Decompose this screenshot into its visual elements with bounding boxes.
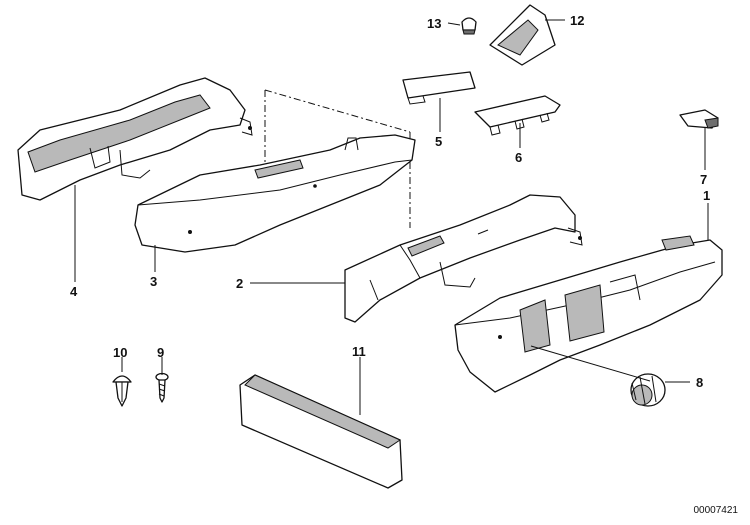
part-4-trim-bracket [17,77,253,201]
part-5-cap [402,71,476,105]
document-number: 00007421 [694,505,739,516]
part-2-bracket-frame [344,194,583,323]
callout-6: 6 [515,150,522,165]
callout-5: 5 [435,134,442,149]
part-12-wedge-cover [489,4,556,66]
callout-7: 7 [700,172,707,187]
callout-4: 4 [70,284,78,299]
callout-8: 8 [696,375,703,390]
part-9-screw [155,372,169,403]
part-1-main-trim-panel [454,235,723,393]
callout-13: 13 [427,16,441,31]
part-3-cover-panel [134,134,416,253]
part-11-cushion-pad [239,374,403,489]
part-8-knob [630,373,666,407]
part-13-plug [461,17,477,35]
callout-12: 12 [570,13,584,28]
callout-3: 3 [150,274,157,289]
callout-1: 1 [703,188,710,203]
callout-10: 10 [113,345,127,360]
part-10-rivet [112,375,132,407]
leader-lines [74,19,709,415]
callout-11: 11 [352,344,366,359]
part-6-clip-strip [474,95,561,136]
callout-2: 2 [236,276,243,291]
callout-9: 9 [157,345,164,360]
part-7-clip [679,109,719,129]
callout-labels: 1 2 3 4 5 6 7 8 9 10 11 12 13 [70,13,710,390]
